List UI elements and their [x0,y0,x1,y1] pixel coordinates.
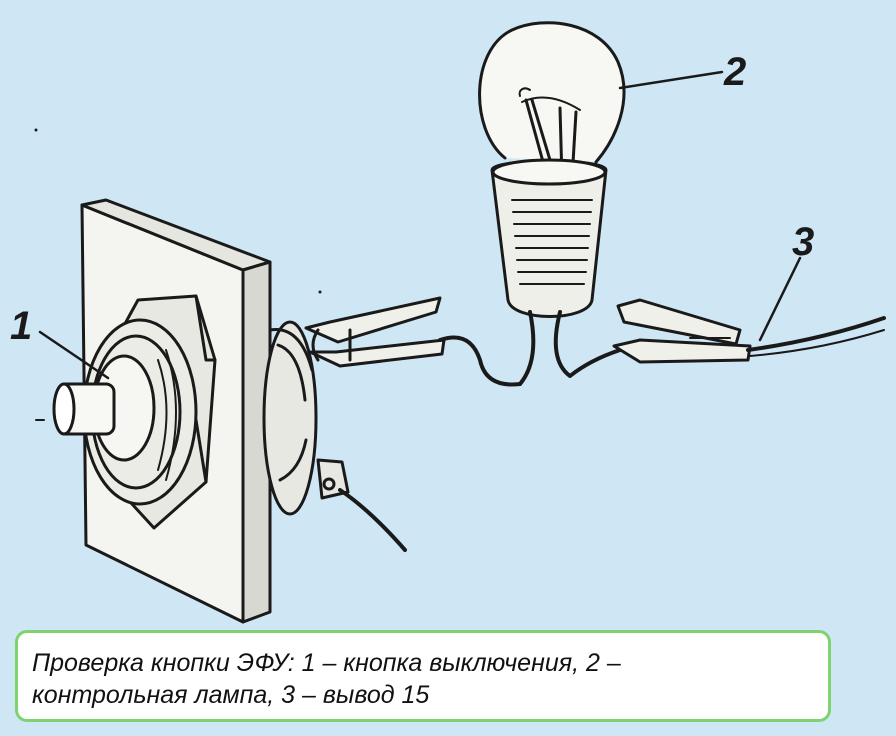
alligator-clip-left [304,296,522,387]
speck-mark [34,128,38,132]
caption-line-2: контрольная лампа, 3 – вывод 15 [32,681,430,709]
callout-3: 3 [792,220,815,264]
caption-box: Проверка кнопки ЭФУ: 1 – кнопка выключен… [15,630,831,722]
callout-2: 2 [724,50,747,94]
leader-line-1 [38,330,110,380]
caption-line-1: Проверка кнопки ЭФУ: 1 – кнопка выключен… [32,649,621,677]
illustration [34,21,886,624]
callout-1: 1 [10,304,33,348]
speck-mark [318,290,322,294]
switch-rear-body [262,320,407,552]
leader-line-3 [758,256,802,342]
leader-line-2 [618,70,724,90]
alligator-clip-right [612,298,886,364]
control-lamp [478,21,626,386]
switch-button [35,294,217,530]
